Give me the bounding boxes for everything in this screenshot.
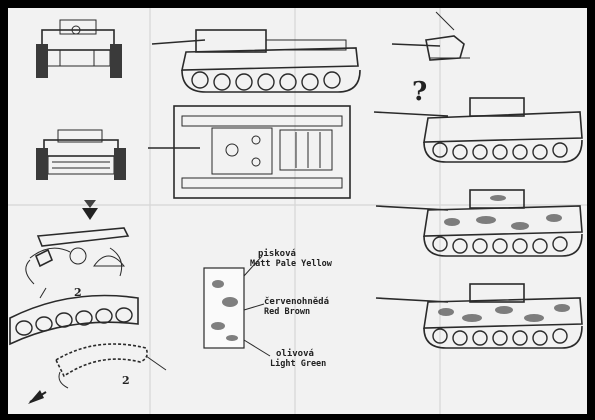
question-marker-small-1: 2 [74,286,82,299]
rear-view-drawing [36,129,126,180]
side-view-drawing [151,29,361,93]
profile-2-drawing [375,189,583,257]
colour-legend: pisková Matt Pale Yellow červenohnědá Re… [203,248,333,369]
legend-czech-2: červenohnědá [264,296,329,307]
legend-english-3: Light Green [270,358,326,369]
front-view-drawing [36,19,122,78]
headlight-detail-drawing [25,227,130,299]
profile-1-drawing [373,97,583,163]
swatch-box [203,267,245,349]
fold-lines [8,8,587,414]
gun-detail-drawing [391,11,470,61]
profile-3-drawing [375,283,583,349]
track-link-drawing [54,343,167,389]
question-marker-small-2: 2 [122,374,130,387]
legend-czech-3: olivová [276,348,314,359]
legend-english-1: Matt Pale Yellow [250,259,333,269]
corner-arrow-icon [28,390,47,404]
wheel-row-drawing [9,294,139,346]
top-view-drawing [148,105,351,199]
paper-background [8,8,587,414]
down-arrow-icon [82,200,98,220]
question-marker-large: ? [412,77,427,107]
legend-czech-1: pisková [258,248,296,259]
legend-english-2: Red Brown [264,307,310,317]
